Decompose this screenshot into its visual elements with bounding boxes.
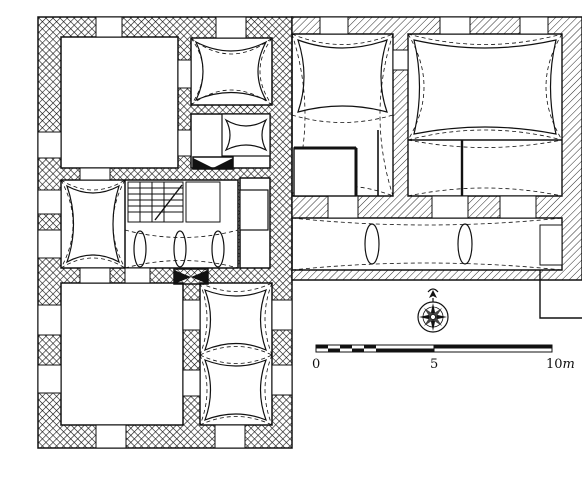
partitions [293, 130, 562, 197]
scale-label-5: 5 [430, 357, 438, 372]
scale-unit: m [563, 357, 575, 372]
vault-solid-new [297, 39, 557, 265]
door-symbols [173, 156, 234, 285]
compass-rose-icon [417, 288, 449, 333]
scale-label-0: 0 [312, 357, 320, 372]
door-icon [193, 158, 233, 168]
right-annex-wall [539, 270, 582, 319]
door-icon [174, 270, 208, 284]
old-wing-walls [37, 16, 293, 449]
window-openings-new [319, 16, 563, 266]
north-arrow [417, 288, 449, 333]
vault-lines-old [60, 37, 273, 426]
inner-chambers [221, 113, 271, 231]
scale-labels: 0 5 10m [312, 357, 575, 372]
new-wing [291, 16, 582, 319]
scale-bar [315, 344, 553, 353]
scale-label-10: 10m [546, 357, 575, 372]
window-openings [37, 16, 293, 449]
old-wing [37, 16, 293, 449]
vault-solid-old [65, 40, 268, 422]
staircase [127, 181, 221, 223]
